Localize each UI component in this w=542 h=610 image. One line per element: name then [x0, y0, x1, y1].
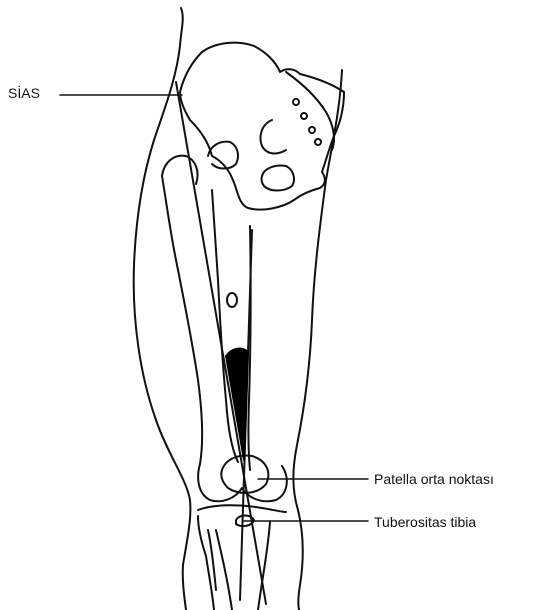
femur-shaft-lateral	[162, 176, 202, 464]
acetabulum	[260, 120, 286, 153]
tibia-shaft-lateral	[216, 530, 232, 610]
leg-outline-left	[134, 8, 191, 610]
leg-outline-right	[293, 70, 342, 610]
sacral-foramen	[315, 139, 321, 145]
sacral-foramen	[293, 99, 299, 105]
sacral-foramen	[301, 113, 307, 119]
obturator-foramen	[261, 165, 294, 190]
label-tuberositas-tibia: Tuberositas tibia	[374, 514, 476, 530]
label-sias: SİAS	[8, 85, 40, 101]
sacral-foramen	[309, 127, 315, 133]
label-patella-orta-noktasi: Patella orta noktası	[374, 471, 494, 487]
q-angle-wedge	[226, 349, 248, 460]
fibula-head	[198, 516, 214, 610]
nutrient-foramen	[227, 293, 237, 307]
